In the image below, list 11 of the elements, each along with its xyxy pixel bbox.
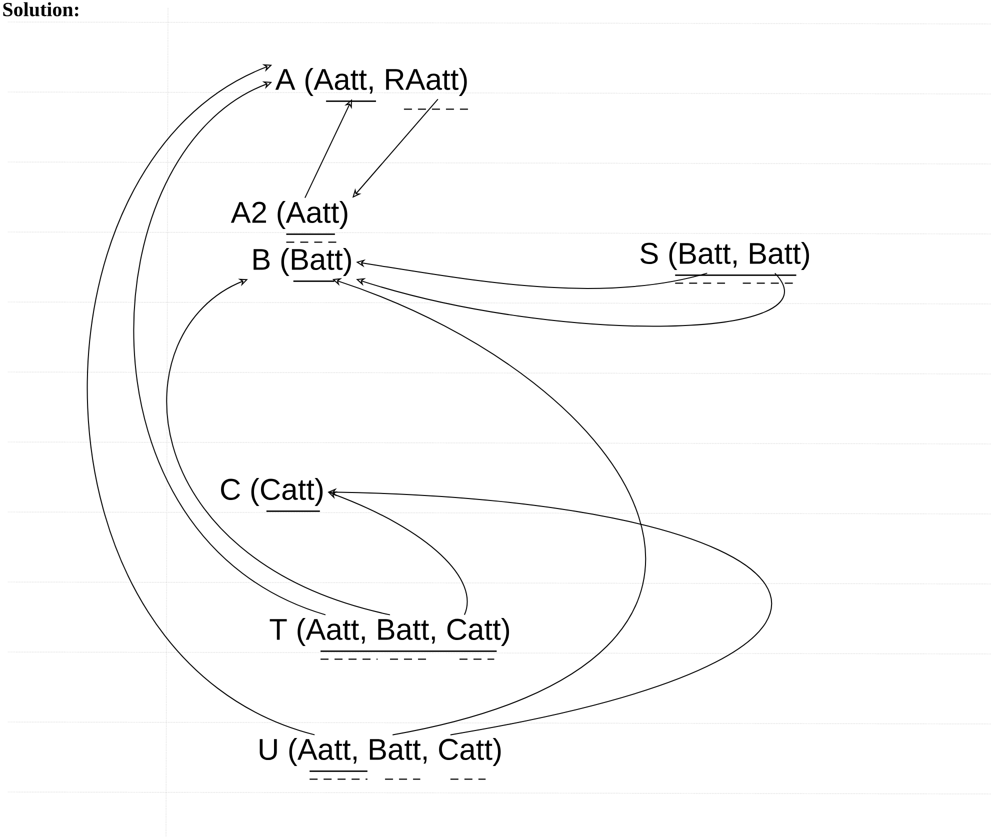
schema-text: B (Batt) xyxy=(254,248,351,276)
schema-text: S (Batt, Batt) xyxy=(640,242,809,270)
schema-text: T (Aatt, Batt, Catt) xyxy=(270,618,509,646)
arrow xyxy=(134,81,326,616)
arrow xyxy=(87,64,316,736)
schema-text: A2 (Aatt) xyxy=(230,201,348,229)
schema-text: A (Aatt, RAatt) xyxy=(275,68,467,96)
heading: Solution: xyxy=(3,2,78,16)
schema-text: C (Catt) xyxy=(221,478,323,506)
schema-text: U (Aatt, Batt, Catt) xyxy=(260,738,501,766)
arrow xyxy=(166,278,390,616)
